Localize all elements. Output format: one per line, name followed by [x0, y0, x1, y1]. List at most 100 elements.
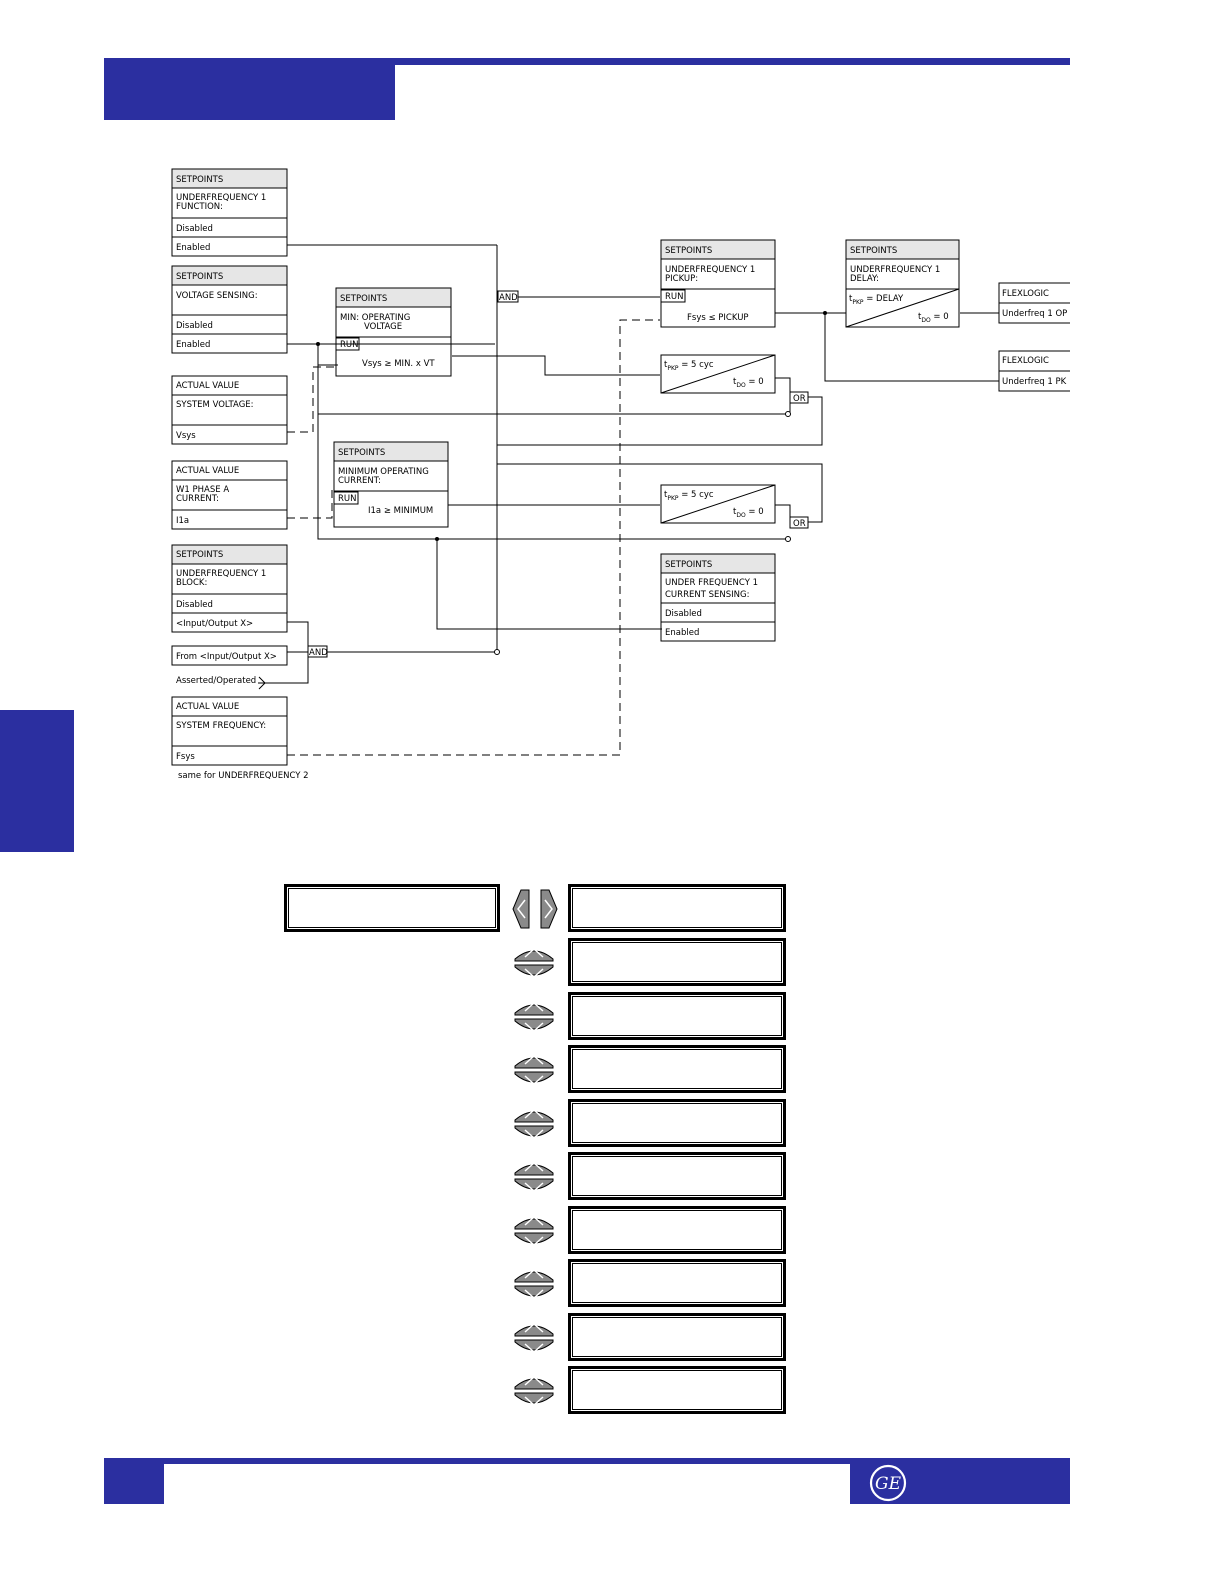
uf1-pickup-expr: Fsys ≤ PICKUP	[687, 313, 749, 323]
svg-text:Underfreq 1 PK: Underfreq 1 PK	[1002, 377, 1067, 387]
svg-text:RUN: RUN	[338, 494, 357, 504]
lcd-message-9	[568, 1312, 786, 1361]
uf1-pickup-header: SETPOINTS	[665, 246, 712, 256]
w1-current-header: ACTUAL VALUE	[176, 466, 239, 476]
svg-text:W1 PHASE A: W1 PHASE A	[176, 485, 229, 495]
svg-text:CURRENT SENSING:: CURRENT SENSING:	[665, 590, 749, 600]
lcd-message-1	[568, 884, 786, 932]
svg-text:I1a: I1a	[176, 516, 189, 526]
cur-sensing-header: SETPOINTS	[665, 560, 712, 570]
svg-text:CURRENT:: CURRENT:	[338, 476, 381, 486]
svg-text:CURRENT:: CURRENT:	[176, 494, 219, 504]
system-frequency-header: ACTUAL VALUE	[176, 702, 239, 712]
footnote: same for UNDERFREQUENCY 2	[178, 771, 309, 781]
box-uf1-block	[171, 544, 288, 633]
up-down-keys-icon[interactable]	[511, 1046, 557, 1092]
svg-text:tDO = 0: tDO = 0	[733, 377, 764, 389]
svg-text:UNDERFREQUENCY 1: UNDERFREQUENCY 1	[850, 265, 940, 275]
lcd-message-2	[568, 938, 786, 986]
and-gate-1	[497, 290, 519, 303]
box-cur-sensing	[660, 553, 776, 642]
box-uf1-function	[171, 168, 288, 257]
svg-text:VOLTAGE: VOLTAGE	[364, 322, 402, 332]
svg-text:FUNCTION:: FUNCTION:	[176, 202, 223, 212]
svg-text:tPKP = DELAY: tPKP = DELAY	[849, 294, 904, 306]
svg-text:AND: AND	[309, 648, 328, 658]
header-band-left	[104, 58, 395, 120]
svg-text:<Input/Output X>: <Input/Output X>	[176, 619, 253, 629]
svg-text:SYSTEM VOLTAGE:: SYSTEM VOLTAGE:	[176, 400, 254, 410]
box-voltage-sensing	[171, 265, 288, 354]
and-gate-2	[307, 645, 328, 658]
timer-1	[660, 354, 776, 394]
svg-text:tDO = 0: tDO = 0	[918, 312, 949, 324]
lcd-message-6	[568, 1152, 786, 1200]
svg-text:DELAY:: DELAY:	[850, 274, 879, 284]
svg-text:UNDERFREQUENCY 1: UNDERFREQUENCY 1	[176, 193, 266, 203]
svg-text:tDO = 0: tDO = 0	[733, 507, 764, 519]
svg-text:RUN: RUN	[340, 340, 359, 350]
lcd-message-8	[568, 1259, 786, 1307]
up-down-keys-icon[interactable]	[511, 1153, 557, 1199]
min-current-header: SETPOINTS	[338, 448, 385, 458]
flexlogic-pkp-header: FLEXLOGIC	[1002, 356, 1049, 366]
svg-text:Enabled: Enabled	[176, 340, 210, 350]
svg-text:BLOCK:: BLOCK:	[176, 578, 207, 588]
up-down-keys-icon[interactable]	[511, 993, 557, 1039]
svg-text:VOLTAGE SENSING:: VOLTAGE SENSING:	[176, 291, 258, 301]
footer-page-block	[104, 1458, 164, 1504]
box-min-voltage	[335, 287, 452, 377]
svg-text:tPKP = 5 cyc: tPKP = 5 cyc	[664, 490, 714, 502]
or-gate-2	[789, 516, 809, 529]
min-voltage-expr: Vsys ≥ MIN. x VT	[362, 359, 435, 369]
svg-text:PICKUP:: PICKUP:	[665, 274, 698, 284]
svg-text:Fsys: Fsys	[176, 752, 195, 762]
box-system-frequency	[171, 696, 288, 766]
svg-text:Disabled: Disabled	[665, 609, 702, 619]
side-tab	[0, 710, 74, 852]
svg-text:UNDERFREQUENCY 1: UNDERFREQUENCY 1	[176, 569, 266, 579]
up-down-keys-icon[interactable]	[511, 1260, 557, 1306]
svg-text:OR: OR	[793, 519, 806, 529]
svg-text:Disabled: Disabled	[176, 224, 213, 234]
box-min-current	[333, 441, 449, 528]
min-current-expr: I1a ≥ MINIMUM	[368, 506, 433, 516]
flexlogic-op	[998, 282, 1070, 324]
ge-logo: GE	[869, 1464, 907, 1502]
uf1-function-header: SETPOINTS	[176, 175, 223, 185]
svg-text:tPKP = 5 cyc: tPKP = 5 cyc	[664, 360, 714, 372]
left-right-keys-icon[interactable]	[509, 886, 561, 932]
system-voltage-header: ACTUAL VALUE	[176, 381, 239, 391]
uf1-block-header: SETPOINTS	[176, 550, 223, 560]
from-io-label: From <Input/Output X>	[176, 652, 277, 662]
flexlogic-pkp	[998, 350, 1070, 392]
lcd-message-3	[568, 991, 786, 1040]
up-down-keys-icon[interactable]	[511, 1314, 557, 1360]
lcd-message-10	[568, 1366, 786, 1414]
up-down-keys-icon[interactable]	[511, 1100, 557, 1146]
timer-2	[660, 484, 776, 524]
up-down-keys-icon[interactable]	[511, 1367, 557, 1413]
min-voltage-header: SETPOINTS	[340, 294, 387, 304]
asserted-label: Asserted/Operated	[176, 676, 256, 686]
box-uf1-delay	[845, 239, 960, 328]
or-gate-1	[789, 391, 809, 404]
footer-rule	[104, 1458, 1070, 1464]
svg-text:Disabled: Disabled	[176, 600, 213, 610]
svg-text:RUN: RUN	[665, 292, 684, 302]
lcd-message-4	[568, 1045, 786, 1093]
svg-text:Enabled: Enabled	[665, 628, 699, 638]
svg-text:Enabled: Enabled	[176, 243, 210, 253]
svg-text:Underfreq 1 OP: Underfreq 1 OP	[1002, 309, 1067, 319]
svg-text:SYSTEM FREQUENCY:: SYSTEM FREQUENCY:	[176, 721, 266, 731]
lcd-main-heading	[284, 884, 500, 932]
up-down-keys-icon[interactable]	[511, 939, 557, 985]
svg-text:MINIMUM OPERATING: MINIMUM OPERATING	[338, 467, 429, 477]
svg-text:UNDER FREQUENCY 1: UNDER FREQUENCY 1	[665, 578, 758, 588]
flexlogic-op-header: FLEXLOGIC	[1002, 289, 1049, 299]
up-down-keys-icon[interactable]	[511, 1207, 557, 1253]
svg-text:Vsys: Vsys	[176, 431, 196, 441]
voltage-sensing-header: SETPOINTS	[176, 272, 223, 282]
box-uf1-pickup	[660, 239, 776, 328]
box-from-io	[171, 645, 288, 666]
